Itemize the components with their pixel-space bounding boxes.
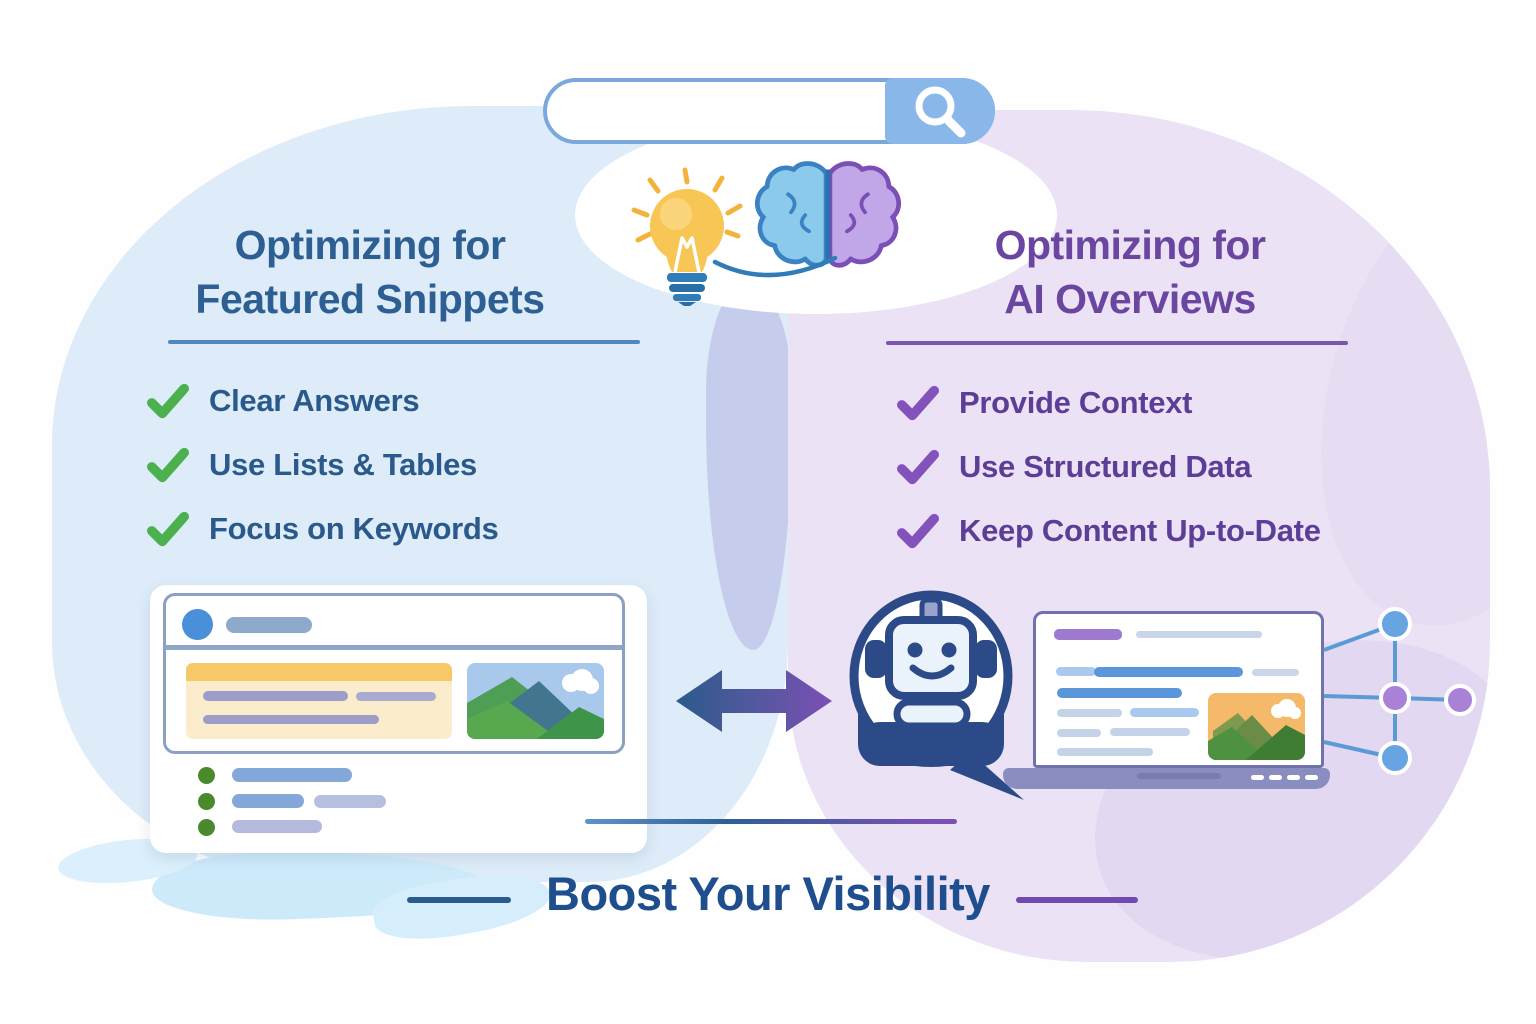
divider	[166, 645, 622, 650]
left-heading-line1: Optimizing for	[234, 222, 506, 268]
footer-title: Boost Your Visibility	[546, 867, 990, 920]
laptop-base	[1003, 768, 1330, 789]
content-line	[1054, 629, 1122, 640]
checklist-label: Use Structured Data	[959, 449, 1252, 484]
ai-chatbot-icon	[849, 590, 1024, 800]
right-checklist-item: Use Structured Data	[897, 449, 1252, 485]
green-bullet	[198, 819, 215, 836]
content-line	[1056, 667, 1096, 676]
lightbulb-icon	[631, 167, 743, 306]
graph-node	[1444, 684, 1476, 716]
result-frame	[163, 593, 625, 754]
checklist-label: Focus on Keywords	[209, 511, 499, 546]
thumbnail-image	[467, 663, 604, 739]
graph-node	[1378, 607, 1412, 641]
avatar-dot	[182, 609, 213, 640]
content-line	[1136, 631, 1262, 638]
base-dot	[1305, 775, 1318, 780]
connector-curve	[712, 255, 838, 278]
list-line	[232, 794, 304, 808]
base-dot	[1251, 775, 1264, 780]
base-dot	[1287, 775, 1300, 780]
check-icon	[147, 511, 189, 547]
snippet-text-line	[203, 715, 379, 724]
thumbnail-image	[1208, 693, 1305, 760]
snippet-header-strip	[186, 663, 452, 681]
content-line	[1057, 709, 1122, 717]
right-checklist-item: Keep Content Up-to-Date	[897, 513, 1321, 549]
brain-icon	[755, 161, 901, 268]
result-title-bar	[226, 617, 312, 633]
right-heading-underline	[886, 341, 1348, 345]
footer-gradient-line	[585, 819, 957, 824]
checklist-label: Clear Answers	[209, 383, 420, 418]
magnifier-icon	[915, 86, 966, 138]
right-heading-line1: Optimizing for	[994, 222, 1266, 268]
search-bar-illustration	[543, 78, 995, 144]
check-icon	[897, 449, 939, 485]
checklist-label: Keep Content Up-to-Date	[959, 513, 1321, 548]
snippet-text-line	[203, 691, 348, 701]
check-icon	[897, 513, 939, 549]
checklist-label: Provide Context	[959, 385, 1193, 420]
left-heading-underline	[168, 340, 640, 344]
content-line	[1130, 708, 1199, 717]
left-checklist-item: Use Lists & Tables	[147, 447, 477, 483]
graph-node	[1379, 682, 1411, 714]
double-arrow-icon	[676, 670, 832, 732]
left-checklist-item: Focus on Keywords	[147, 511, 499, 547]
content-line	[1057, 688, 1182, 698]
content-line	[1057, 729, 1101, 737]
graph-node	[1378, 741, 1412, 775]
check-icon	[147, 447, 189, 483]
right-panel-heading: Optimizing for AI Overviews	[888, 218, 1372, 326]
check-icon	[147, 383, 189, 419]
content-line	[1057, 748, 1153, 756]
left-heading-line2: Featured Snippets	[195, 276, 545, 323]
right-heading-line2: AI Overviews	[1004, 276, 1256, 323]
left-checklist-item: Clear Answers	[147, 383, 420, 419]
snippet-text-line	[356, 692, 436, 701]
list-line	[314, 795, 386, 808]
content-line	[1110, 728, 1190, 736]
laptop-screen	[1033, 611, 1324, 768]
featured-snippet-card	[150, 585, 647, 853]
right-checklist-item: Provide Context	[897, 385, 1193, 421]
list-line	[232, 768, 352, 782]
search-button	[885, 78, 995, 144]
checklist-label: Use Lists & Tables	[209, 447, 477, 482]
green-bullet	[198, 793, 215, 810]
green-bullet	[198, 767, 215, 784]
highlighted-snippet-box	[186, 663, 452, 739]
footer-right-dash	[1016, 897, 1138, 903]
knowledge-graph	[1323, 607, 1476, 775]
list-line	[232, 820, 322, 833]
base-dot	[1269, 775, 1282, 780]
content-line	[1252, 669, 1299, 676]
footer-left-dash	[407, 897, 511, 903]
laptop-touchpad	[1137, 773, 1221, 779]
content-line	[1094, 667, 1243, 677]
center-seam-band	[706, 282, 792, 650]
left-panel-heading: Optimizing for Featured Snippets	[128, 218, 612, 326]
check-icon	[897, 385, 939, 421]
